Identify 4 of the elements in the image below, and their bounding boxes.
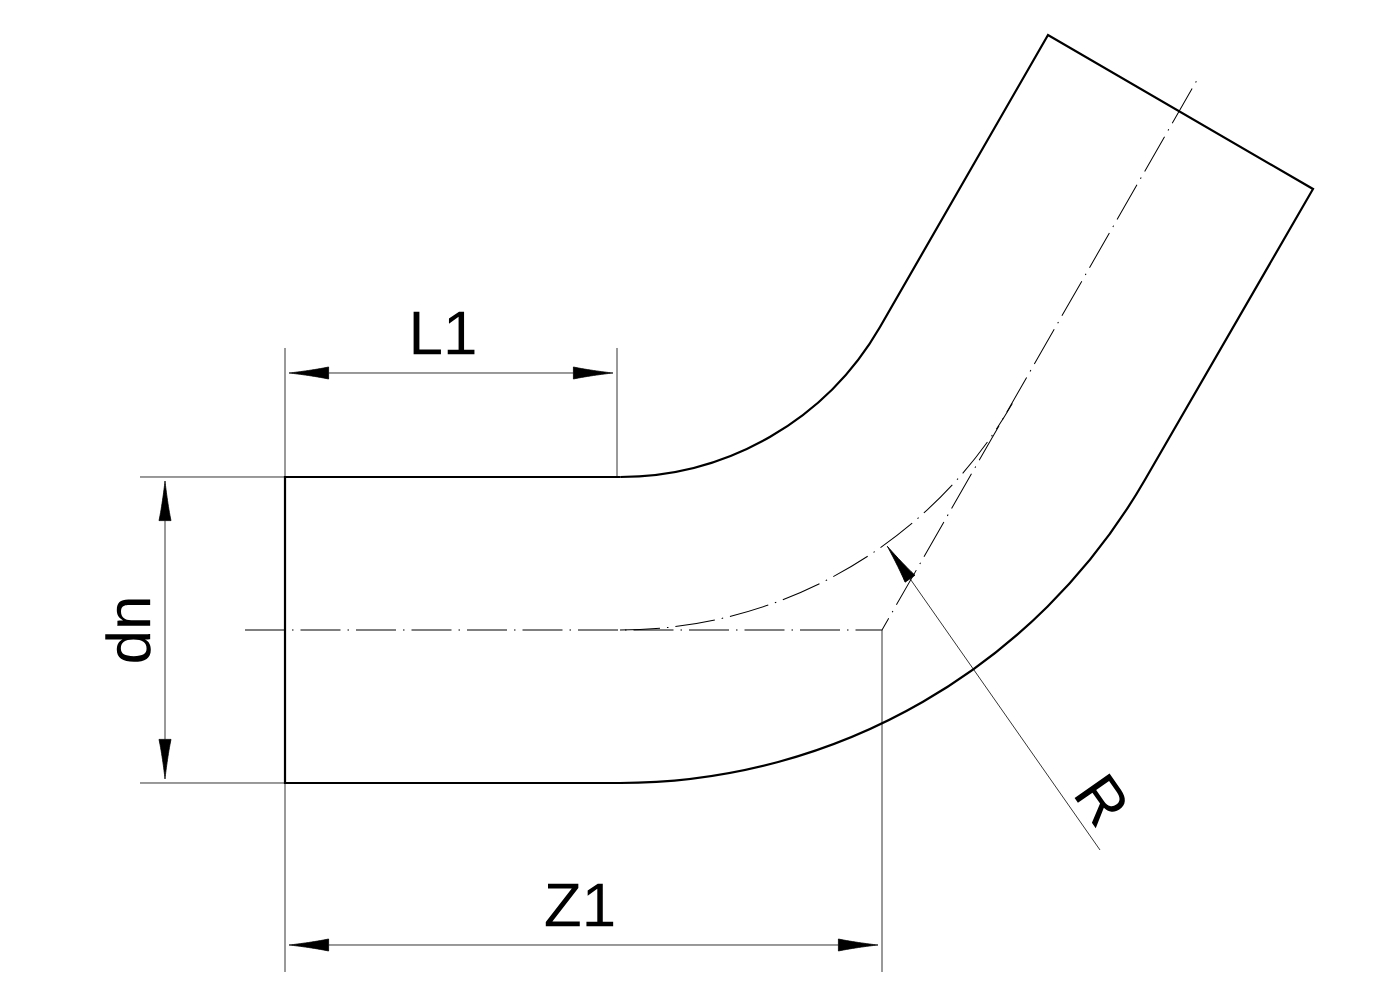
dimension-label: Z1 [545,883,614,927]
dimension-label: L1 [413,311,475,355]
dimension-label: dn [105,599,151,662]
dimension-label: R [1074,773,1125,829]
